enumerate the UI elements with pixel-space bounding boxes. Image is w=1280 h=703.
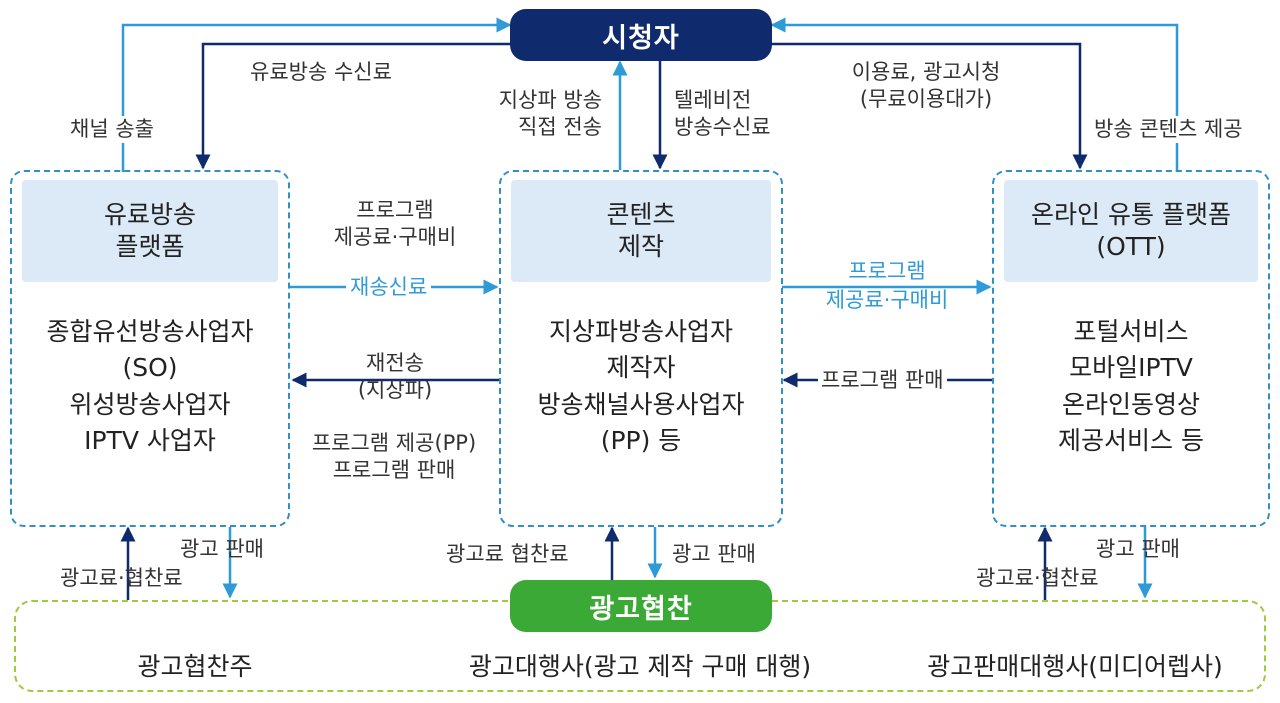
label-terrestrial-direct: 지상파 방송 직접 전송 — [470, 87, 602, 142]
label-ad-sale-right: 광고 판매 — [1096, 537, 1180, 561]
label-program-sale: 프로그램 판매 — [818, 367, 947, 395]
label-program-fee-right-line: 프로그램 — [848, 259, 926, 283]
label-program-supply-sale: 프로그램 제공(PP) 프로그램 판매 — [296, 430, 492, 485]
arrow-paid-fee — [195, 42, 510, 170]
advertiser-media-rep: 광고판매대행사(미디어렙사) — [927, 652, 1223, 681]
label-terrestrial-direct-line: 지상파 방송 — [498, 88, 602, 112]
label-paid-fee: 유료방송 수신료 — [250, 60, 392, 84]
label-usage-fee-line: (무료이용대가) — [859, 87, 993, 112]
paid-platform-title-line: 유료방송 — [103, 199, 196, 229]
content-production-header: 콘텐츠 제작 — [511, 180, 771, 282]
paid-platform-item: 종합유선방송사업자 — [46, 317, 254, 346]
label-usage-fee-line: 이용료, 광고시청 — [851, 60, 1001, 84]
label-usage-fee: 이용료, 광고시청 (무료이용대가) — [826, 59, 1026, 114]
label-retransmission-line: 재전송 — [366, 351, 424, 375]
label-ad-fee-right: 광고료·협찬료 — [976, 566, 1099, 590]
content-production-title-line: 제작 — [617, 232, 664, 261]
ott-platform-item: 포털서비스 — [1073, 317, 1189, 346]
content-production-item: 방송채널사용사업자 — [537, 389, 745, 419]
label-terrestrial-direct-line: 직접 전송 — [518, 115, 602, 140]
ott-platform-title-line: (OTT) — [1096, 232, 1166, 261]
label-ad-fee-center: 광고료 협찬료 — [446, 542, 569, 566]
label-content-provision: 방송 콘텐츠 제공 — [1094, 116, 1243, 144]
paid-platform-body: 종합유선방송사업자 (SO) 위성방송사업자 IPTV 사업자 — [12, 314, 288, 459]
viewer-node: 시청자 — [510, 9, 772, 61]
arrow-usage-fee — [772, 42, 1088, 170]
label-program-fee-left-line: 제공료·구매비 — [333, 225, 457, 250]
paid-platform-item: 위성방송사업자 — [69, 389, 231, 419]
label-program-supply-sale-line: 프로그램 판매 — [332, 458, 456, 483]
label-tv-fee-line: 방송수신료 — [674, 115, 771, 140]
ott-platform-header: 온라인 유통 플랫폼 (OTT) — [1004, 180, 1258, 282]
advertiser-sponsor: 광고협찬주 — [137, 652, 253, 681]
ad-sponsorship-label: 광고협찬 — [589, 593, 693, 625]
label-ad-sale-center: 광고 판매 — [672, 542, 756, 566]
ott-platform-item: 제공서비스 등 — [1058, 425, 1204, 455]
label-program-fee-right-line: 제공료·구매비 — [825, 288, 949, 313]
label-program-fee-left-line: 프로그램 — [356, 198, 434, 222]
label-retransmission: 재전송 (지상파) — [335, 350, 455, 405]
ott-platform-item: 온라인동영상 — [1061, 389, 1200, 419]
paid-platform-item: IPTV 사업자 — [84, 425, 216, 455]
viewer-label: 시청자 — [602, 22, 680, 54]
content-production-item: 제작자 — [606, 353, 676, 383]
content-production-node: 콘텐츠 제작 지상파방송사업자 제작자 방송채널사용사업자 (PP) 등 — [499, 170, 783, 527]
label-channel-transmission: 채널 송출 — [70, 116, 154, 144]
label-tv-fee-line: 텔레비전 — [674, 88, 752, 112]
label-retrans-fee: 재송신료 — [346, 274, 432, 302]
advertiser-agency: 광고대행사(광고 제작 구매 대행) — [468, 652, 812, 681]
content-production-item: 지상파방송사업자 — [548, 317, 733, 346]
arrow-channel-transmission — [121, 17, 512, 172]
content-production-item: (PP) 등 — [600, 425, 682, 455]
ad-sponsorship-node: 광고협찬 — [510, 580, 772, 632]
label-program-supply-sale-line: 프로그램 제공(PP) — [311, 431, 477, 455]
ott-platform-title-line: 온라인 유통 플랫폼 — [1031, 199, 1231, 229]
paid-platform-item: (SO) — [122, 353, 178, 383]
ott-platform-node: 온라인 유통 플랫폼 (OTT) 포털서비스 모바일IPTV 온라인동영상 제공… — [992, 170, 1270, 527]
ott-platform-body: 포털서비스 모바일IPTV 온라인동영상 제공서비스 등 — [994, 314, 1268, 459]
label-tv-fee: 텔레비전 방송수신료 — [674, 87, 771, 142]
label-ad-sale-left: 광고 판매 — [180, 537, 264, 561]
paid-platform-header: 유료방송 플랫폼 — [22, 180, 278, 282]
content-production-body: 지상파방송사업자 제작자 방송채널사용사업자 (PP) 등 — [501, 314, 781, 459]
paid-platform-title-line: 플랫폼 — [115, 232, 185, 261]
label-program-fee-left: 프로그램 제공료·구매비 — [310, 197, 480, 252]
label-ad-fee-left: 광고료·협찬료 — [60, 566, 183, 590]
content-production-title-line: 콘텐츠 — [606, 199, 676, 229]
label-retransmission-line: (지상파) — [357, 378, 433, 403]
ott-platform-item: 모바일IPTV — [1069, 353, 1193, 383]
label-program-fee-right: 프로그램 제공료·구매비 — [804, 257, 970, 316]
paid-platform-node: 유료방송 플랫폼 종합유선방송사업자 (SO) 위성방송사업자 IPTV 사업자 — [10, 170, 290, 527]
